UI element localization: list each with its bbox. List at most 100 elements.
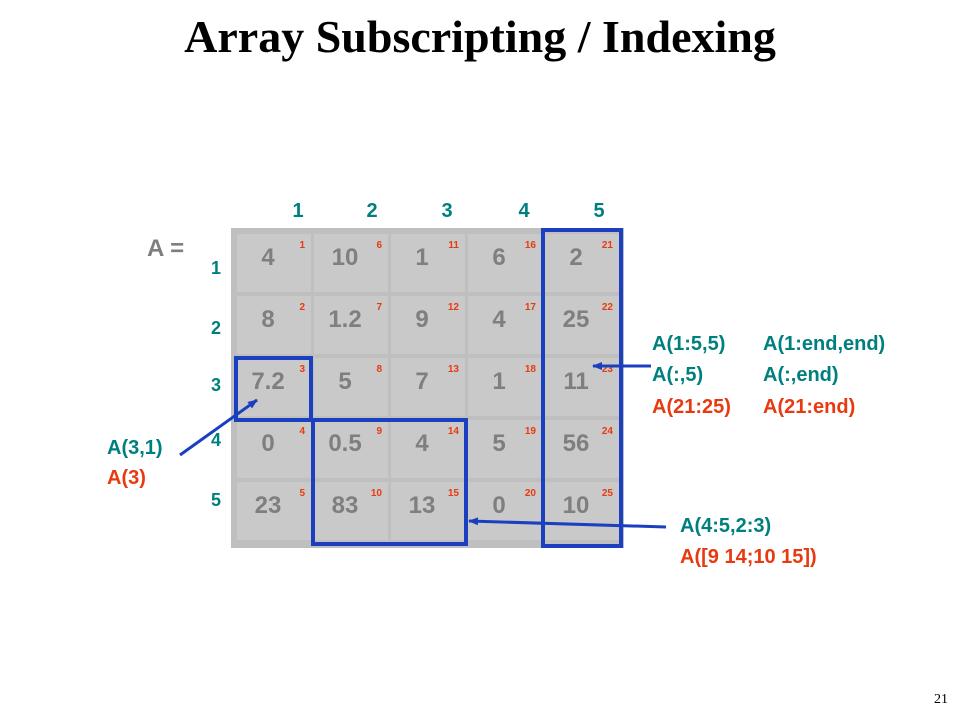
row-number-1: 1 <box>211 258 222 278</box>
cell-value: 8 <box>261 306 275 333</box>
array-cell: 2 21 <box>545 234 619 292</box>
linear-index: 24 <box>601 426 613 437</box>
cell-value: 25 <box>562 306 590 333</box>
note-col-range-end: A(1:end,end) <box>763 333 886 355</box>
cell-value: 10 <box>331 244 359 271</box>
linear-index: 21 <box>601 240 613 251</box>
row-number-4: 4 <box>211 430 222 450</box>
linear-index: 1 <box>299 240 305 251</box>
cell-value: 4 <box>492 306 506 333</box>
highlight-box-last-column <box>541 228 623 548</box>
array-cell: 4 14 <box>391 420 465 478</box>
note-linear-range-end: A(21:end) <box>763 396 856 418</box>
cell-value: 0 <box>492 492 506 519</box>
cell-value: 1 <box>492 368 506 395</box>
cell-value: 0.5 <box>328 430 362 457</box>
col-number-1: 1 <box>292 200 304 222</box>
linear-index: 15 <box>447 488 459 499</box>
cell-value: 4 <box>261 244 275 271</box>
linear-index: 5 <box>299 488 305 499</box>
array-cell: 9 12 <box>391 296 465 354</box>
highlight-box-submatrix <box>311 418 468 546</box>
array-cell: 13 15 <box>391 482 465 540</box>
array-cell: 10 25 <box>545 482 619 540</box>
col-number-5: 5 <box>593 200 605 222</box>
cell-value: 13 <box>408 492 436 519</box>
linear-index: 14 <box>447 426 459 437</box>
linear-index: 4 <box>299 426 305 437</box>
array-cell: 5 19 <box>468 420 542 478</box>
note-col-colon: A(:,5) <box>652 364 704 386</box>
row-number-5: 5 <box>211 490 222 510</box>
cell-value: 11 <box>563 368 589 395</box>
linear-index: 7 <box>376 302 382 313</box>
linear-index: 19 <box>524 426 536 437</box>
linear-index: 18 <box>524 364 536 375</box>
array-cell: 1 18 <box>468 358 542 416</box>
note-col-colon-end: A(:,end) <box>763 364 839 386</box>
linear-index: 2 <box>299 302 305 313</box>
array-label: A = <box>147 235 185 262</box>
linear-index: 8 <box>376 364 382 375</box>
cell-value: 56 <box>562 430 590 457</box>
note-submatrix: A(4:5,2:3) <box>680 515 772 537</box>
note-submatrix-linear: A([9 14;10 15]) <box>680 546 817 568</box>
array-cell: 56 24 <box>545 420 619 478</box>
note-col-range: A(1:5,5) <box>652 333 726 355</box>
row-number-2: 2 <box>211 318 222 338</box>
cell-value: 23 <box>254 492 282 519</box>
cell-value: 7.2 <box>251 368 285 395</box>
slide-title: Array Subscripting / Indexing <box>184 11 776 62</box>
col-number-4: 4 <box>518 200 530 222</box>
linear-index: 13 <box>447 364 459 375</box>
row-number-3: 3 <box>211 375 222 395</box>
linear-index: 9 <box>376 426 382 437</box>
array-cell: 11 23 <box>545 358 619 416</box>
cell-value: 9 <box>415 306 429 333</box>
array-cell: 10 6 <box>314 234 388 292</box>
cell-value: 6 <box>492 244 506 271</box>
cell-value: 0 <box>261 430 275 457</box>
cell-value: 10 <box>562 492 590 519</box>
linear-index: 22 <box>601 302 613 313</box>
linear-index: 6 <box>376 240 382 251</box>
array-cell: 25 22 <box>545 296 619 354</box>
linear-index: 3 <box>299 364 305 375</box>
cell-value: 5 <box>338 368 352 395</box>
cell-value: 5 <box>492 430 506 457</box>
highlight-box-single-element <box>234 356 313 422</box>
col-number-2: 2 <box>366 200 378 222</box>
array-cell: 6 16 <box>468 234 542 292</box>
linear-index: 16 <box>524 240 536 251</box>
cell-value: 1 <box>415 244 429 271</box>
note-row-col-index: A(3,1) <box>107 437 163 459</box>
array-cell: 0 20 <box>468 482 542 540</box>
col-number-3: 3 <box>441 200 453 222</box>
cell-value: 4 <box>415 430 429 457</box>
note-linear-range: A(21:25) <box>652 396 731 418</box>
cell-value: 7 <box>415 368 429 395</box>
page-number: 21 <box>934 692 948 707</box>
note-linear-index: A(3) <box>107 467 146 489</box>
linear-index: 12 <box>447 302 459 313</box>
linear-index: 10 <box>370 488 382 499</box>
array-cell: 23 5 <box>237 482 311 540</box>
array-cell: 83 10 <box>314 482 388 540</box>
cell-value: 1.2 <box>328 306 362 333</box>
linear-index: 20 <box>524 488 536 499</box>
linear-index: 25 <box>601 488 613 499</box>
linear-index: 23 <box>601 364 613 375</box>
array-cell: 7 13 <box>391 358 465 416</box>
linear-index: 11 <box>448 240 459 251</box>
cell-value: 2 <box>569 244 583 271</box>
cell-value: 83 <box>331 492 359 519</box>
